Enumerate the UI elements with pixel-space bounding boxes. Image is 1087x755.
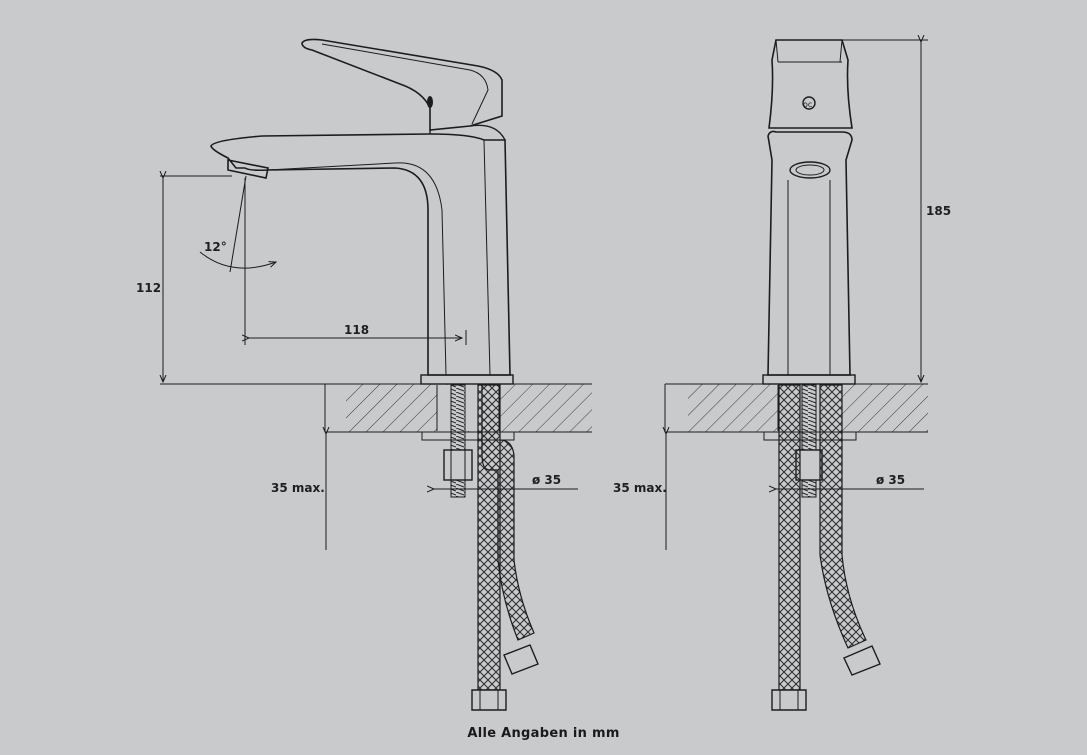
svg-text:oc: oc	[803, 100, 812, 109]
dim-max-thickness-front: 35 max.	[271, 481, 325, 495]
dim-max-thickness-side: 35 max.	[613, 481, 667, 495]
dim-diameter-front: ø 35	[532, 473, 561, 487]
dim-angle: 12°	[204, 240, 227, 254]
faucet-body-front	[210, 38, 514, 385]
dim-spout-reach: 118	[344, 323, 369, 337]
dimension-lines-side	[666, 40, 928, 550]
dim-total-height: 185	[926, 204, 951, 218]
dimension-lines-front	[160, 176, 578, 550]
threaded-rod-front	[443, 384, 473, 498]
dim-height-spout: 112	[136, 281, 161, 295]
hose-side	[771, 384, 881, 711]
dim-diameter-side: ø 35	[876, 473, 905, 487]
front-view: 112 118 12° 35 max. ø 35	[136, 38, 592, 711]
units-note: Alle Angaben in mm	[467, 726, 620, 741]
faucet-body-side: oc	[762, 39, 856, 385]
hose-front	[471, 384, 539, 711]
side-view: oc 185 35 ma	[613, 39, 951, 711]
